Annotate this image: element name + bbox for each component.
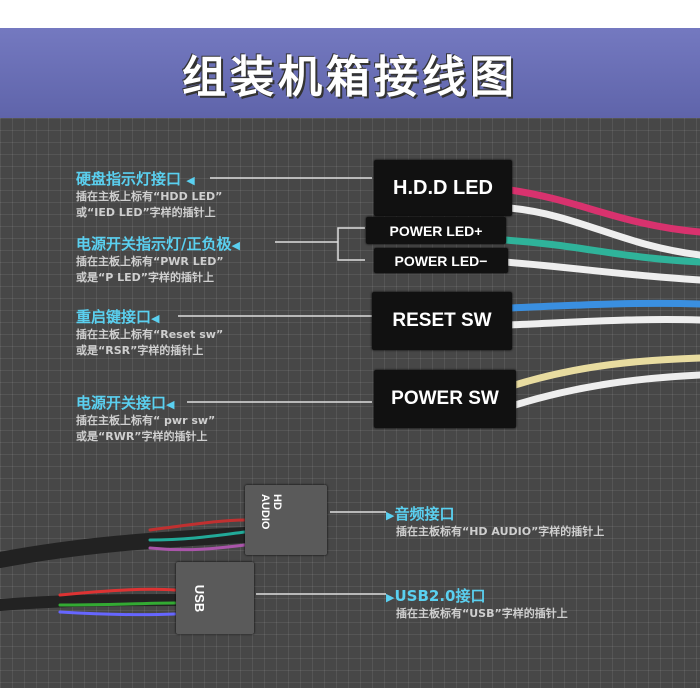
connector-usb: USB: [176, 562, 254, 634]
label-power-sw: 电源开关接口◀ 插在主板上标有“ pwr sw” 或是“RWR”字样的插针上: [76, 392, 215, 445]
label-title: 电源开关接口: [76, 394, 167, 412]
label-desc: 插在主板上标有“PWR LED”: [76, 255, 224, 268]
connector-hd-audio: HD AUDIO: [245, 485, 327, 555]
label-desc: 插在主板上标有“ pwr sw”: [76, 414, 216, 427]
arrow-right-icon: ▶: [386, 509, 395, 522]
arrow-left-icon: ◀: [231, 239, 240, 252]
label-power-led: 电源开关指示灯/正负极◀ 插在主板上标有“PWR LED” 或是“P LED”字…: [76, 233, 240, 286]
label-desc: 或是“P LED”字样的插针上: [76, 271, 215, 284]
label-audio: ▶音频接口 插在主板标有“HD AUDIO”字样的插针上: [386, 503, 604, 540]
label-desc: 或是“RWR”字样的插针上: [76, 430, 208, 443]
label-desc: 或“IED LED”字样的插针上: [76, 206, 216, 219]
page-title: 组装机箱接线图: [182, 52, 518, 103]
title-banner: 组装机箱接线图: [0, 28, 700, 118]
label-desc: 插在主板上标有“HDD LED”: [76, 190, 223, 203]
wire-power-yellow: [511, 354, 700, 389]
wire-reset-blue: [506, 299, 700, 312]
wire-reset-white: [506, 315, 700, 329]
wire-pled-green: [501, 236, 700, 266]
wire-usb-bundle: [0, 594, 181, 611]
arrow-left-icon: ◀: [166, 398, 175, 411]
wire-hdd-white: [506, 204, 700, 259]
wire-hdd-red: [506, 186, 700, 236]
connector-reset-sw: RESET SW: [372, 292, 512, 350]
label-title: 硬盘指示灯接口: [76, 170, 182, 188]
label-title: 电源开关指示灯/正负极: [76, 235, 232, 253]
label-title: 重启键接口: [76, 308, 152, 326]
label-usb: ▶USB2.0接口 插在主板标有“USB”字样的插针上: [386, 585, 568, 622]
wire-pled-white: [501, 258, 700, 284]
label-title: USB2.0接口: [394, 587, 486, 605]
connector-label: USB: [192, 584, 208, 612]
connector-power-led-plus: POWER LED+: [366, 217, 506, 244]
grid-background: [0, 118, 700, 688]
label-desc: 插在主板标有“USB”字样的插针上: [396, 607, 568, 620]
wire-power-white: [511, 371, 700, 409]
label-title: 音频接口: [394, 505, 455, 523]
label-desc: 插在主板标有“HD AUDIO”字样的插针上: [396, 525, 605, 538]
connector-label: HD AUDIO: [259, 494, 283, 530]
arrow-right-icon: ▶: [386, 591, 395, 604]
label-hdd-led: 硬盘指示灯接口 ◀ 插在主板上标有“HDD LED” 或“IED LED”字样的…: [76, 168, 222, 221]
label-reset: 重启键接口◀ 插在主板上标有“Reset sw” 或是“RSR”字样的插针上: [76, 306, 223, 359]
label-desc: 插在主板上标有“Reset sw”: [76, 328, 224, 341]
arrow-left-icon: ◀: [151, 312, 160, 325]
connector-power-sw: POWER SW: [374, 370, 516, 428]
connector-power-led-minus: POWER LED−: [374, 248, 508, 273]
label-desc: 或是“RSR”字样的插针上: [76, 344, 204, 357]
arrow-left-icon: ◀: [186, 174, 195, 187]
connector-hdd-led: H.D.D LED: [374, 160, 512, 216]
